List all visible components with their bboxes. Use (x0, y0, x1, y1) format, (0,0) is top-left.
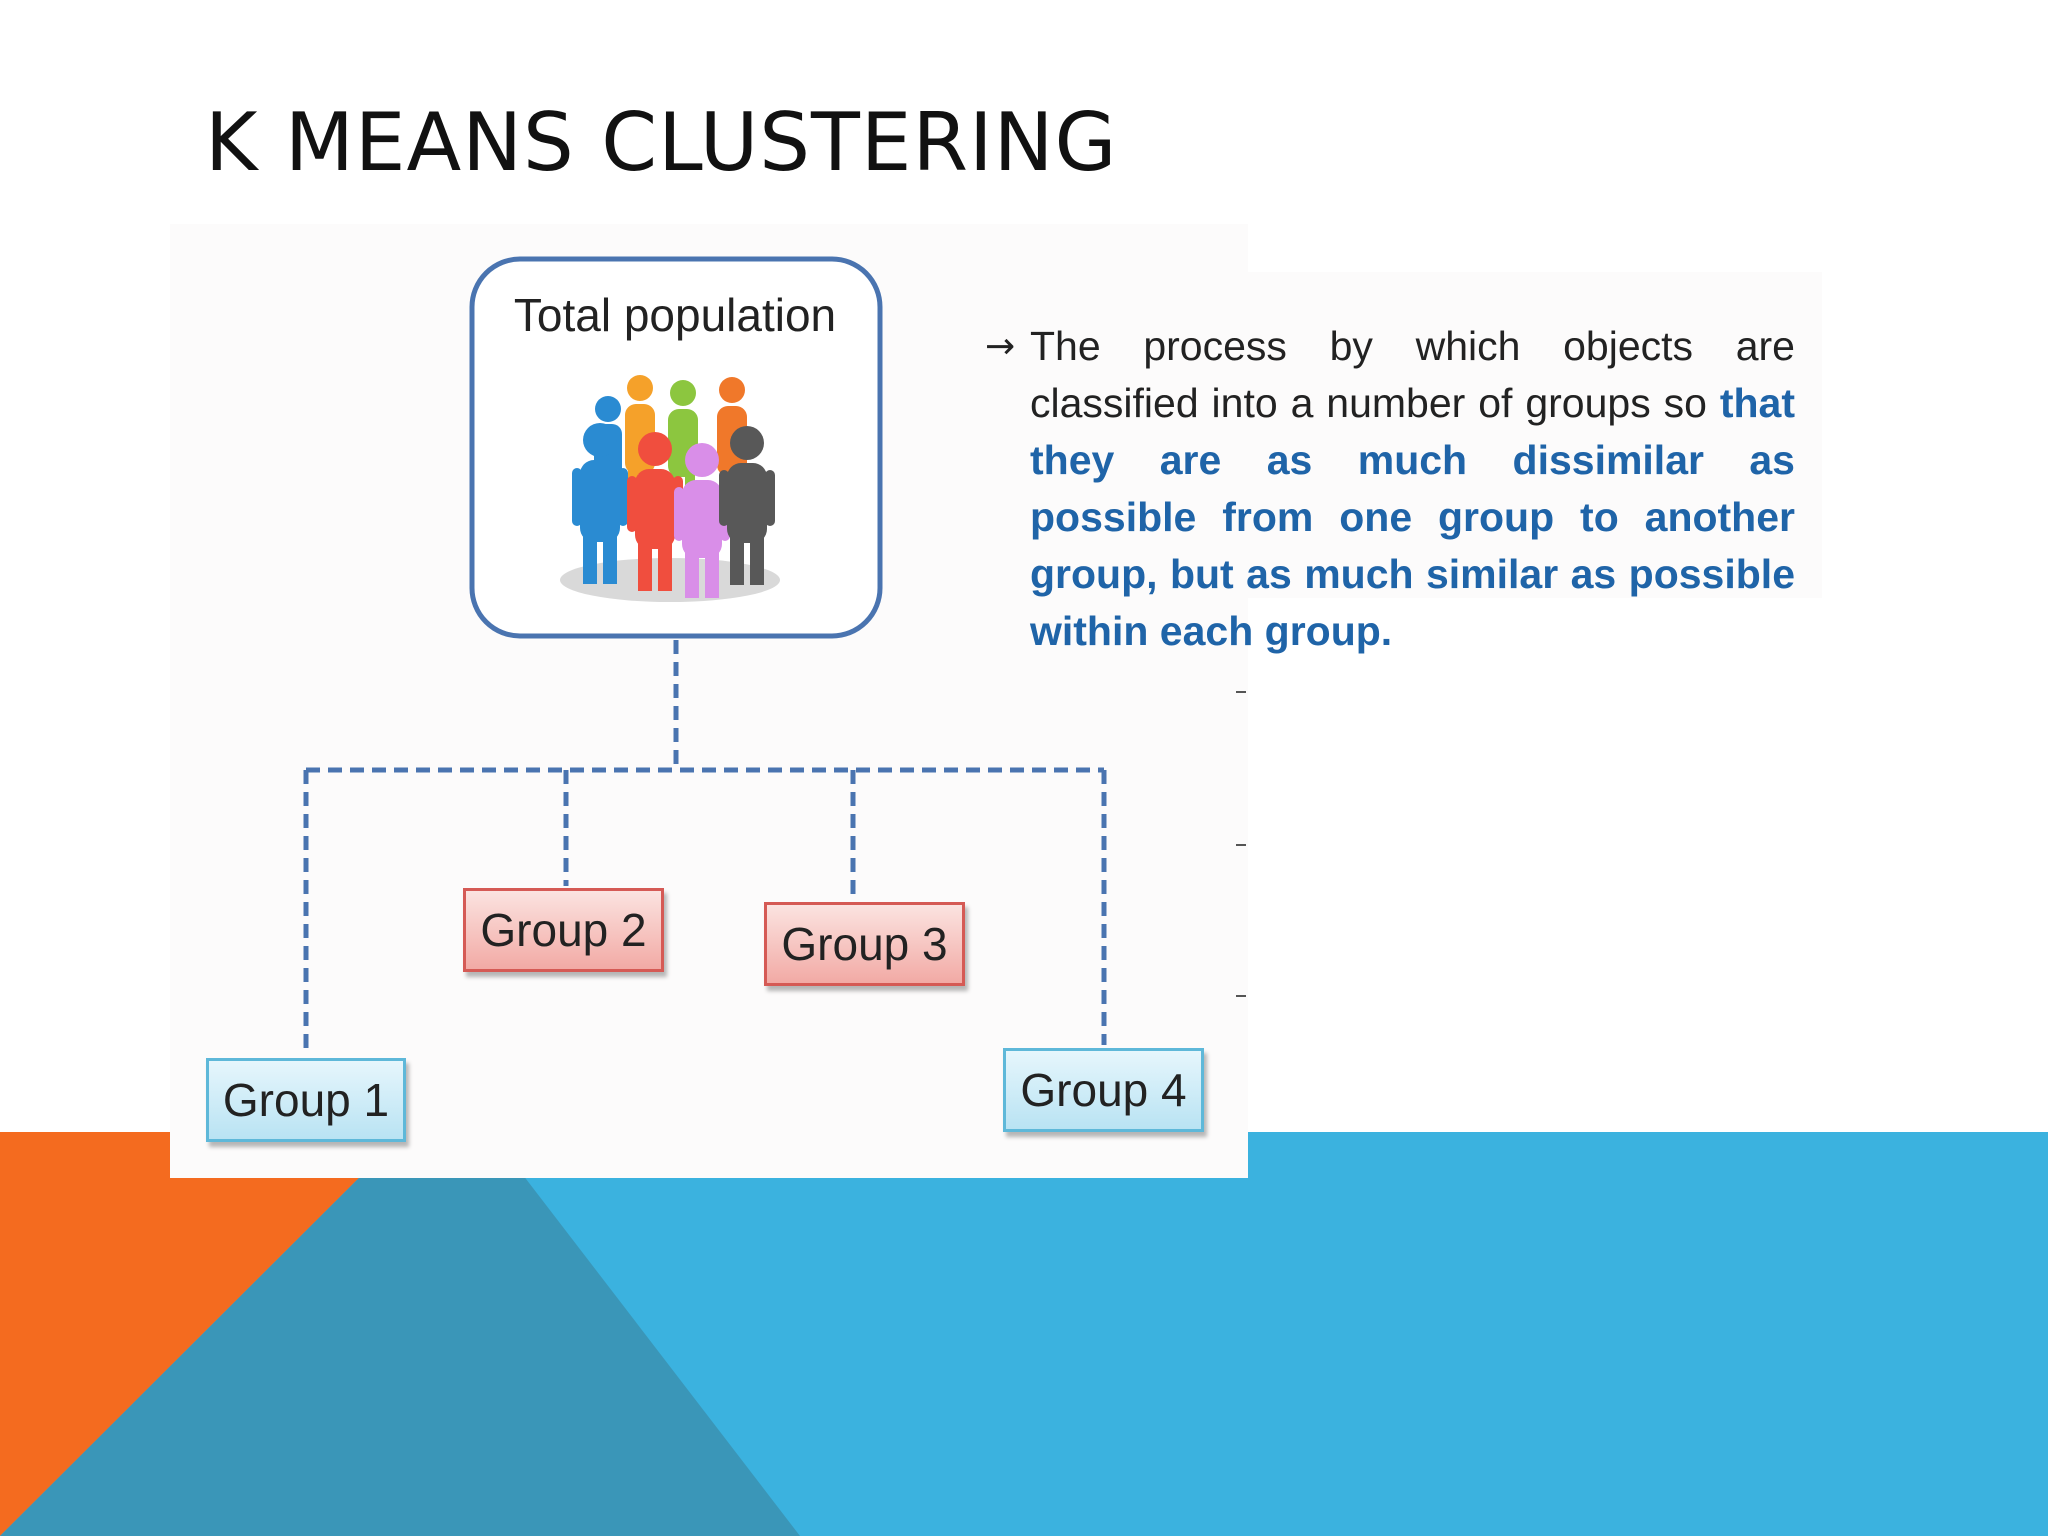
group-3-box: Group 3 (764, 902, 965, 986)
definition-text: → The process by which objects are class… (985, 318, 1795, 660)
definition-body: The process by which objects are classif… (1030, 318, 1795, 660)
group-2-label: Group 2 (480, 903, 646, 957)
axis-tick-marks (1236, 692, 1246, 996)
root-node-label: Total population (475, 288, 875, 342)
definition-plain: The process by which objects are classif… (1030, 323, 1795, 426)
group-4-label: Group 4 (1020, 1063, 1186, 1117)
group-1-label: Group 1 (223, 1073, 389, 1127)
group-3-label: Group 3 (781, 917, 947, 971)
group-4-box: Group 4 (1003, 1048, 1204, 1132)
connector-lines (306, 640, 1104, 1048)
group-1-box: Group 1 (206, 1058, 406, 1142)
arrow-icon: → (985, 318, 1015, 375)
group-2-box: Group 2 (463, 888, 664, 972)
